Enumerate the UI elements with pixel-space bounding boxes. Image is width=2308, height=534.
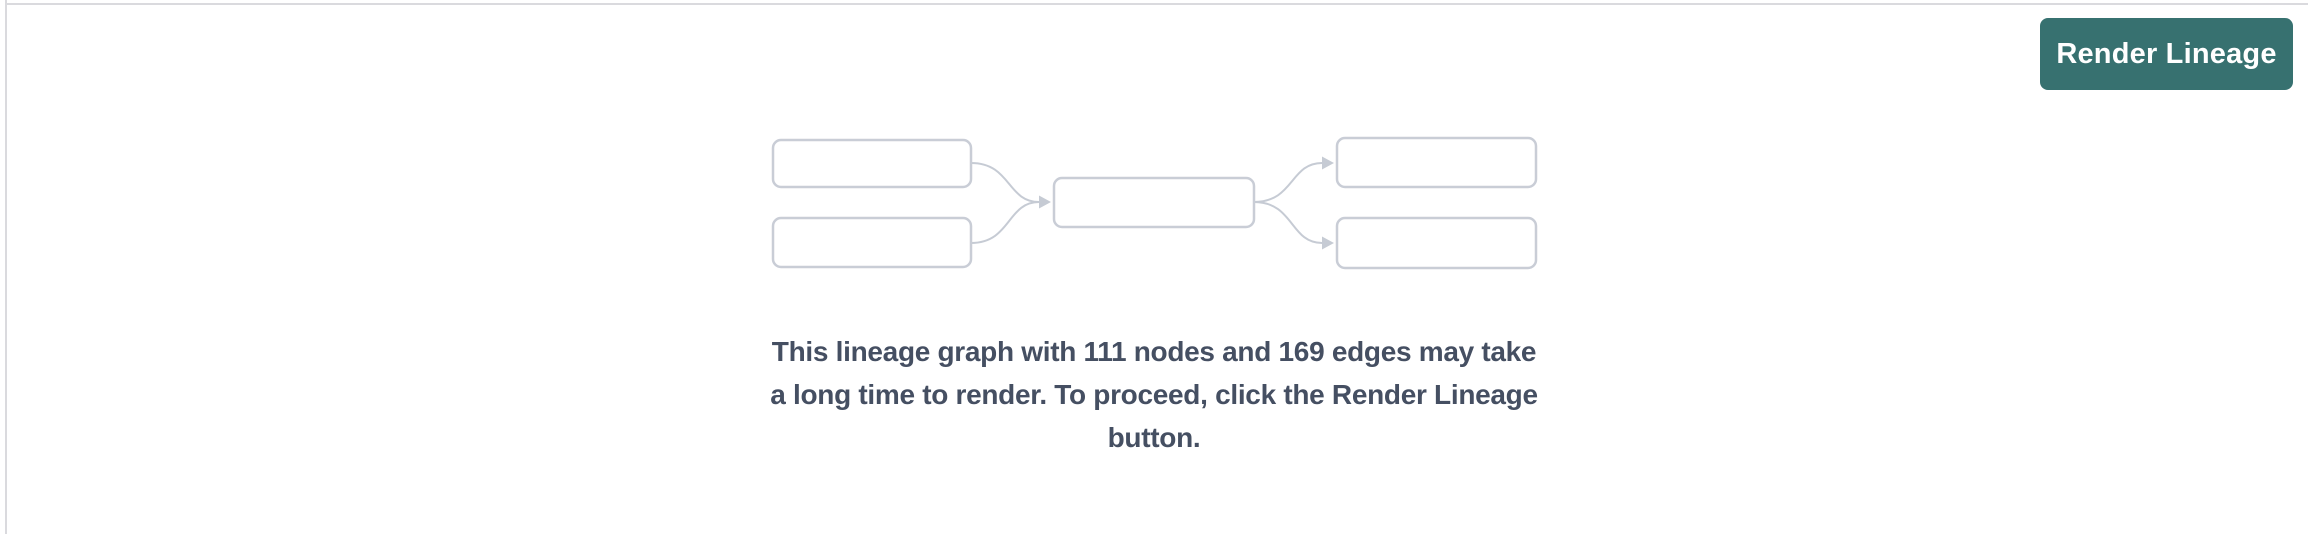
lineage-warning-line-2: a long time to render. To proceed, click… — [770, 379, 1538, 410]
lineage-graph-placeholder-icon — [771, 136, 1538, 270]
placeholder-arrowhead — [1039, 195, 1051, 209]
panel-left-divider — [5, 0, 7, 534]
render-lineage-button[interactable]: Render Lineage — [2040, 18, 2293, 90]
placeholder-node-upstream-top — [771, 138, 973, 189]
placeholder-edge — [970, 201, 1040, 244]
placeholder-node-downstream-top — [1335, 136, 1538, 189]
placeholder-edge — [1253, 201, 1323, 244]
placeholder-arrowhead — [1322, 156, 1334, 170]
panel-top-divider — [7, 3, 2308, 5]
lineage-warning-message: This lineage graph with 111 nodes and 16… — [724, 330, 1584, 459]
lineage-warning-line-3: button. — [1107, 422, 1201, 453]
placeholder-edge — [970, 162, 1040, 203]
placeholder-node-downstream-bottom — [1335, 216, 1538, 270]
placeholder-node-upstream-bottom — [771, 216, 973, 269]
placeholder-node-center — [1052, 176, 1256, 229]
lineage-warning-line-1: This lineage graph with 111 nodes and 16… — [771, 336, 1537, 367]
placeholder-edge — [1253, 162, 1323, 203]
placeholder-arrowhead — [1322, 236, 1334, 250]
